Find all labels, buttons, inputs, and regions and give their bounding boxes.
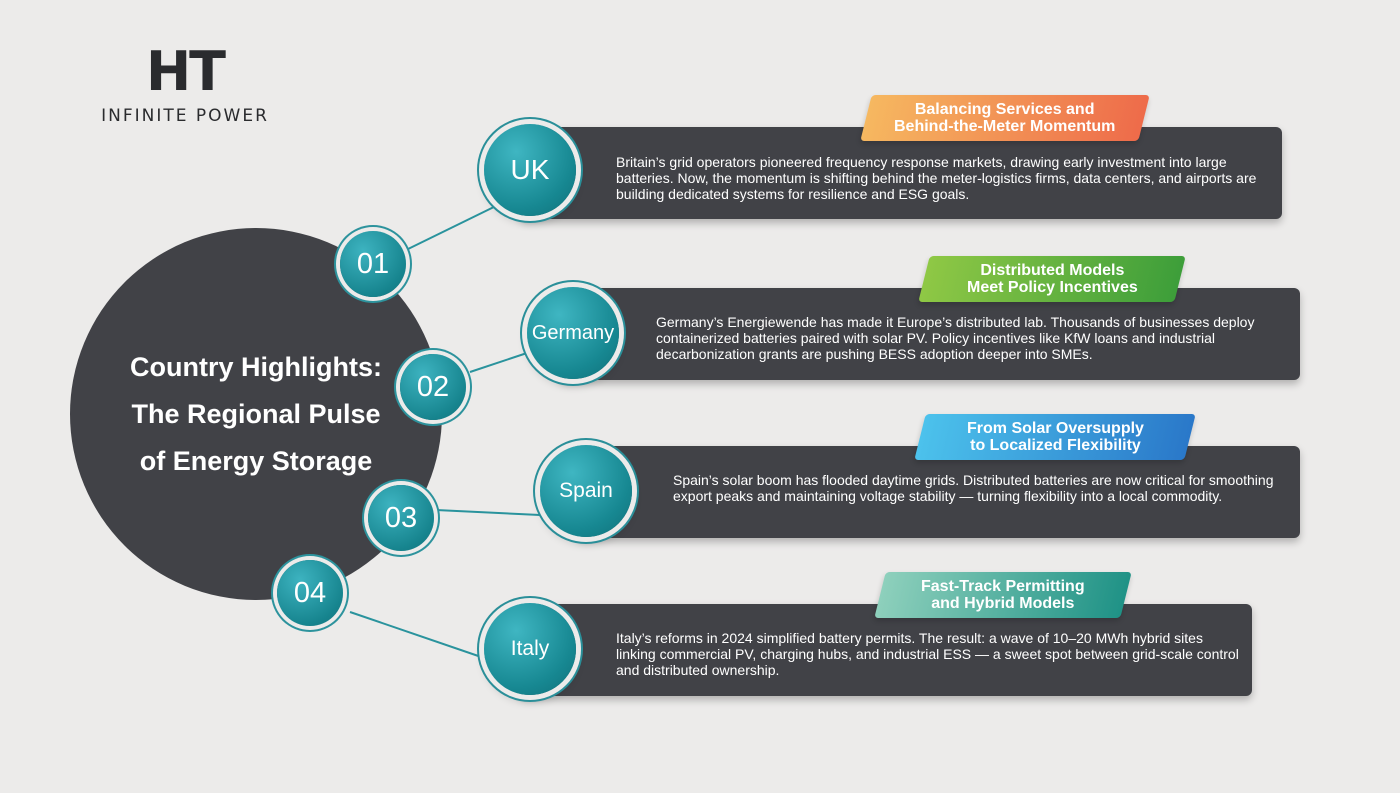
country-badge-germany: Germany bbox=[527, 287, 619, 379]
country-badge-uk: UK bbox=[484, 124, 576, 216]
tag-germany: Distributed Models Meet Policy Incentive… bbox=[918, 256, 1186, 302]
card-uk: Britain’s grid operators pioneered frequ… bbox=[520, 127, 1282, 219]
connector-line-germany bbox=[469, 351, 531, 373]
tag-text-germany: Distributed Models Meet Policy Incentive… bbox=[966, 262, 1138, 296]
tag-italy: Fast-Track Permitting and Hybrid Models bbox=[874, 572, 1132, 618]
number-badge-01: 01 bbox=[340, 231, 406, 297]
country-badge-spain: Spain bbox=[540, 445, 632, 537]
card-text-italy: Italy’s reforms in 2024 simplified batte… bbox=[616, 630, 1239, 678]
card-text-spain: Spain’s solar boom has flooded daytime g… bbox=[673, 472, 1274, 504]
card-italy: Italy’s reforms in 2024 simplified batte… bbox=[520, 604, 1252, 696]
tag-uk: Balancing Services and Behind-the-Meter … bbox=[860, 95, 1150, 141]
card-text-germany: Germany’s Energiewende has made it Europ… bbox=[656, 314, 1255, 362]
tag-text-spain: From Solar Oversupply to Localized Flexi… bbox=[966, 420, 1144, 454]
connector-line-uk bbox=[405, 203, 501, 251]
card-spain: Spain’s solar boom has flooded daytime g… bbox=[578, 446, 1300, 538]
brand-logo: HT INFINITE POWER bbox=[70, 40, 300, 127]
connector-line-spain bbox=[435, 509, 541, 516]
country-badge-italy: Italy bbox=[484, 603, 576, 695]
tag-text-uk: Balancing Services and Behind-the-Meter … bbox=[894, 101, 1116, 135]
tag-spain: From Solar Oversupply to Localized Flexi… bbox=[914, 414, 1196, 460]
number-badge-02: 02 bbox=[400, 354, 466, 420]
number-badge-04: 04 bbox=[277, 560, 343, 626]
logo-mark: HT bbox=[145, 40, 226, 103]
hub-title: Country Highlights: The Regional Pulse o… bbox=[130, 351, 382, 476]
connector-line-italy bbox=[349, 611, 491, 661]
card-germany: Germany’s Energiewende has made it Europ… bbox=[560, 288, 1300, 380]
number-badge-03: 03 bbox=[368, 485, 434, 551]
card-text-uk: Britain’s grid operators pioneered frequ… bbox=[616, 154, 1257, 202]
logo-name: INFINITE POWER bbox=[101, 106, 269, 126]
tag-text-italy: Fast-Track Permitting and Hybrid Models bbox=[921, 578, 1085, 612]
